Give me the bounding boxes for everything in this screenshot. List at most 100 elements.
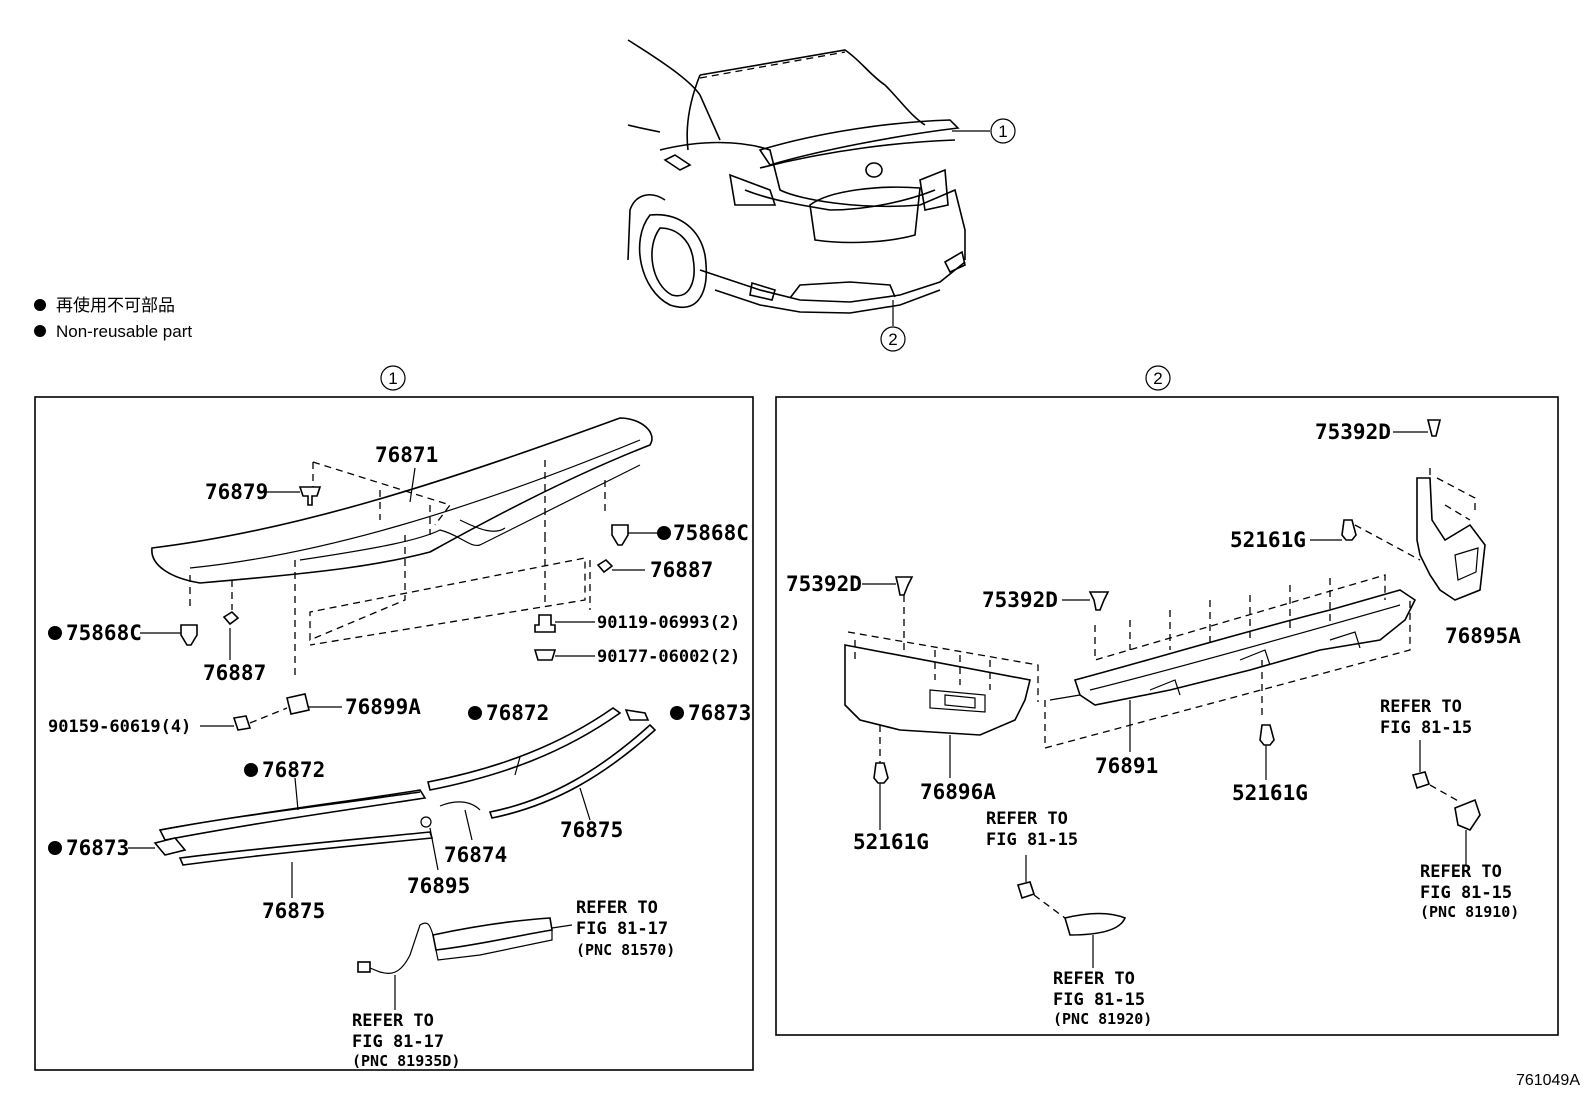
- part-label-90159-60619: 90159-60619(4): [48, 717, 191, 737]
- stop-lamp: [432, 917, 553, 951]
- legend-bullet-icon: [34, 325, 46, 337]
- reference-note-line: (PNC 81570): [576, 941, 675, 959]
- part-label-76871: 76871: [375, 443, 438, 467]
- part-label-75868C-right: 75868C: [673, 521, 749, 545]
- clip-52161G-mid: [1259, 724, 1275, 746]
- rear-spoiler-part: [151, 417, 653, 584]
- bolt-refer-center: [1016, 881, 1036, 900]
- left-panel-frame: [34, 396, 754, 1071]
- clip-76879: [298, 486, 322, 506]
- lamp-wire: [369, 922, 434, 975]
- non-reusable-marker: [48, 841, 62, 855]
- wire-connector: [357, 961, 371, 973]
- legend: 再使用不可部品 Non-reusable part: [34, 295, 192, 341]
- molding-76875-lower: [178, 831, 434, 866]
- molding-76872-upper: [427, 707, 622, 791]
- clip-76895: [420, 816, 432, 828]
- reference-note-line: REFER TO: [576, 898, 658, 918]
- screw-90159: [232, 715, 252, 731]
- part-label-76875-right: 76875: [560, 818, 623, 842]
- legend-english: Non-reusable part: [56, 322, 192, 341]
- reference-note-line: REFER TO: [1053, 969, 1135, 989]
- part-label-75392D-mid: 75392D: [982, 588, 1058, 612]
- legend-bullet-icon: [34, 299, 46, 311]
- right-panel-frame: [775, 396, 1559, 1036]
- section-2-header: 2: [1145, 365, 1171, 391]
- non-reusable-marker: [48, 626, 62, 640]
- non-reusable-marker: [244, 763, 258, 777]
- reference-note-line: FIG 81-15: [986, 830, 1078, 850]
- pad-76887-left: [222, 610, 240, 626]
- part-label-76875-lower: 76875: [262, 899, 325, 923]
- bolt-refer-right: [1411, 771, 1431, 790]
- clip-75868C-right: [611, 524, 629, 546]
- reflector-81920: [1063, 912, 1127, 936]
- reference-note-line: FIG 81-17: [352, 1032, 444, 1052]
- part-label-52161G-top: 52161G: [1230, 528, 1306, 552]
- part-label-76872-upper: 76872: [486, 701, 549, 725]
- part-label-76887-left: 76887: [203, 661, 266, 685]
- part-label-90177-06002: 90177-06002(2): [597, 647, 740, 667]
- reference-note-line: FIG 81-15: [1053, 990, 1145, 1010]
- molding-76872-lower: [159, 791, 421, 831]
- reference-note-line: FIG 81-15: [1380, 718, 1472, 738]
- right-panel-drawing: [844, 419, 1486, 968]
- reference-note-line: REFER TO: [986, 809, 1068, 829]
- clip-52161G-left: [873, 762, 889, 784]
- clip-75392D-top: [1426, 419, 1442, 437]
- clip-52161G-top: [1341, 519, 1357, 541]
- part-label-76891: 76891: [1095, 754, 1158, 778]
- nut-90177: [533, 649, 557, 661]
- part-label-75392D-left: 75392D: [786, 572, 862, 596]
- reference-note-line: (PNC 81935D): [352, 1052, 460, 1070]
- clip-75392D-left: [894, 576, 914, 596]
- molding-76873-left: [153, 837, 187, 856]
- callout-2-number: 2: [888, 330, 897, 349]
- reference-note-line: (PNC 81920): [1053, 1010, 1152, 1028]
- reflector-81910: [1454, 798, 1481, 831]
- part-label-75392D-top: 75392D: [1315, 420, 1391, 444]
- part-label-52161G-left: 52161G: [853, 830, 929, 854]
- section-1-header: 1: [380, 365, 406, 391]
- part-label-76874: 76874: [444, 843, 507, 867]
- callout-2-top: 2: [880, 300, 906, 352]
- figure-id: 761049A: [1516, 1072, 1580, 1089]
- bolt-90119: [534, 614, 556, 633]
- callout-1-number: 1: [998, 122, 1007, 141]
- reference-note-line: REFER TO: [1420, 862, 1502, 882]
- non-reusable-marker: [468, 706, 482, 720]
- reference-note-line: (PNC 81910): [1420, 903, 1519, 921]
- part-label-76895A: 76895A: [1445, 624, 1521, 648]
- part-label-76887-right: 76887: [650, 558, 713, 582]
- section-2-number: 2: [1153, 369, 1162, 388]
- reference-note-line: FIG 81-17: [576, 919, 668, 939]
- clip-75392D-mid: [1088, 591, 1110, 611]
- part-label-76879: 76879: [205, 480, 268, 504]
- car-overview-illustration: [627, 39, 966, 314]
- reference-note-line: REFER TO: [352, 1011, 434, 1031]
- part-label-76873-right: 76873: [688, 701, 751, 725]
- non-reusable-marker: [657, 526, 671, 540]
- molding-76875-right: [488, 723, 657, 819]
- lower-diffuser-76891: [1073, 589, 1417, 706]
- callout-1-top: 1: [952, 118, 1016, 144]
- nut-76899A: [286, 693, 310, 715]
- molding-76873-right: [624, 708, 650, 721]
- non-reusable-marker: [670, 706, 684, 720]
- part-label-76895: 76895: [407, 874, 470, 898]
- part-label-76873-left: 76873: [66, 836, 129, 860]
- reference-note-line: FIG 81-15: [1420, 883, 1512, 903]
- part-label-52161G-mid: 52161G: [1232, 781, 1308, 805]
- section-1-number: 1: [388, 369, 397, 388]
- legend-japanese: 再使用不可部品: [56, 295, 175, 315]
- clip-75868C-left: [180, 624, 198, 646]
- part-label-90119-06993: 90119-06993(2): [597, 613, 740, 633]
- part-label-75868C-left: 75868C: [66, 621, 142, 645]
- part-label-76899A: 76899A: [345, 695, 421, 719]
- left-panel-drawing: [128, 417, 658, 1010]
- pad-76887-right: [596, 558, 614, 574]
- strip-76874: [439, 801, 481, 811]
- part-label-76872-lower: 76872: [262, 758, 325, 782]
